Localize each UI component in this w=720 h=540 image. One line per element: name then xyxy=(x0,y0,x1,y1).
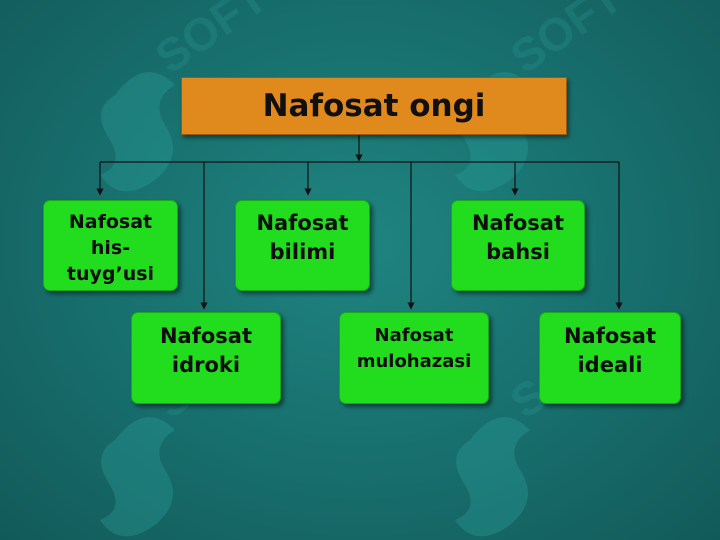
node-bahsi: Nafosat bahsi xyxy=(451,200,585,291)
node-label: Nafosat ideali xyxy=(563,324,657,377)
node-label: Nafosat mulohazasi xyxy=(356,325,472,372)
node-idroki: Nafosat idroki xyxy=(131,312,281,404)
root-node-label: Nafosat ongi xyxy=(262,88,486,124)
node-his-tuygusi: Nafosat his- tuyg’usi xyxy=(43,200,178,291)
node-ideali: Nafosat ideali xyxy=(539,312,681,404)
node-label: Nafosat his- tuyg’usi xyxy=(66,211,155,285)
node-label: Nafosat bahsi xyxy=(471,211,565,264)
node-mulohazasi: Nafosat mulohazasi xyxy=(339,312,489,404)
root-node: Nafosat ongi xyxy=(181,77,567,135)
node-label: Nafosat idroki xyxy=(159,324,253,377)
node-bilimi: Nafosat bilimi xyxy=(235,200,370,291)
node-label: Nafosat bilimi xyxy=(256,211,349,264)
